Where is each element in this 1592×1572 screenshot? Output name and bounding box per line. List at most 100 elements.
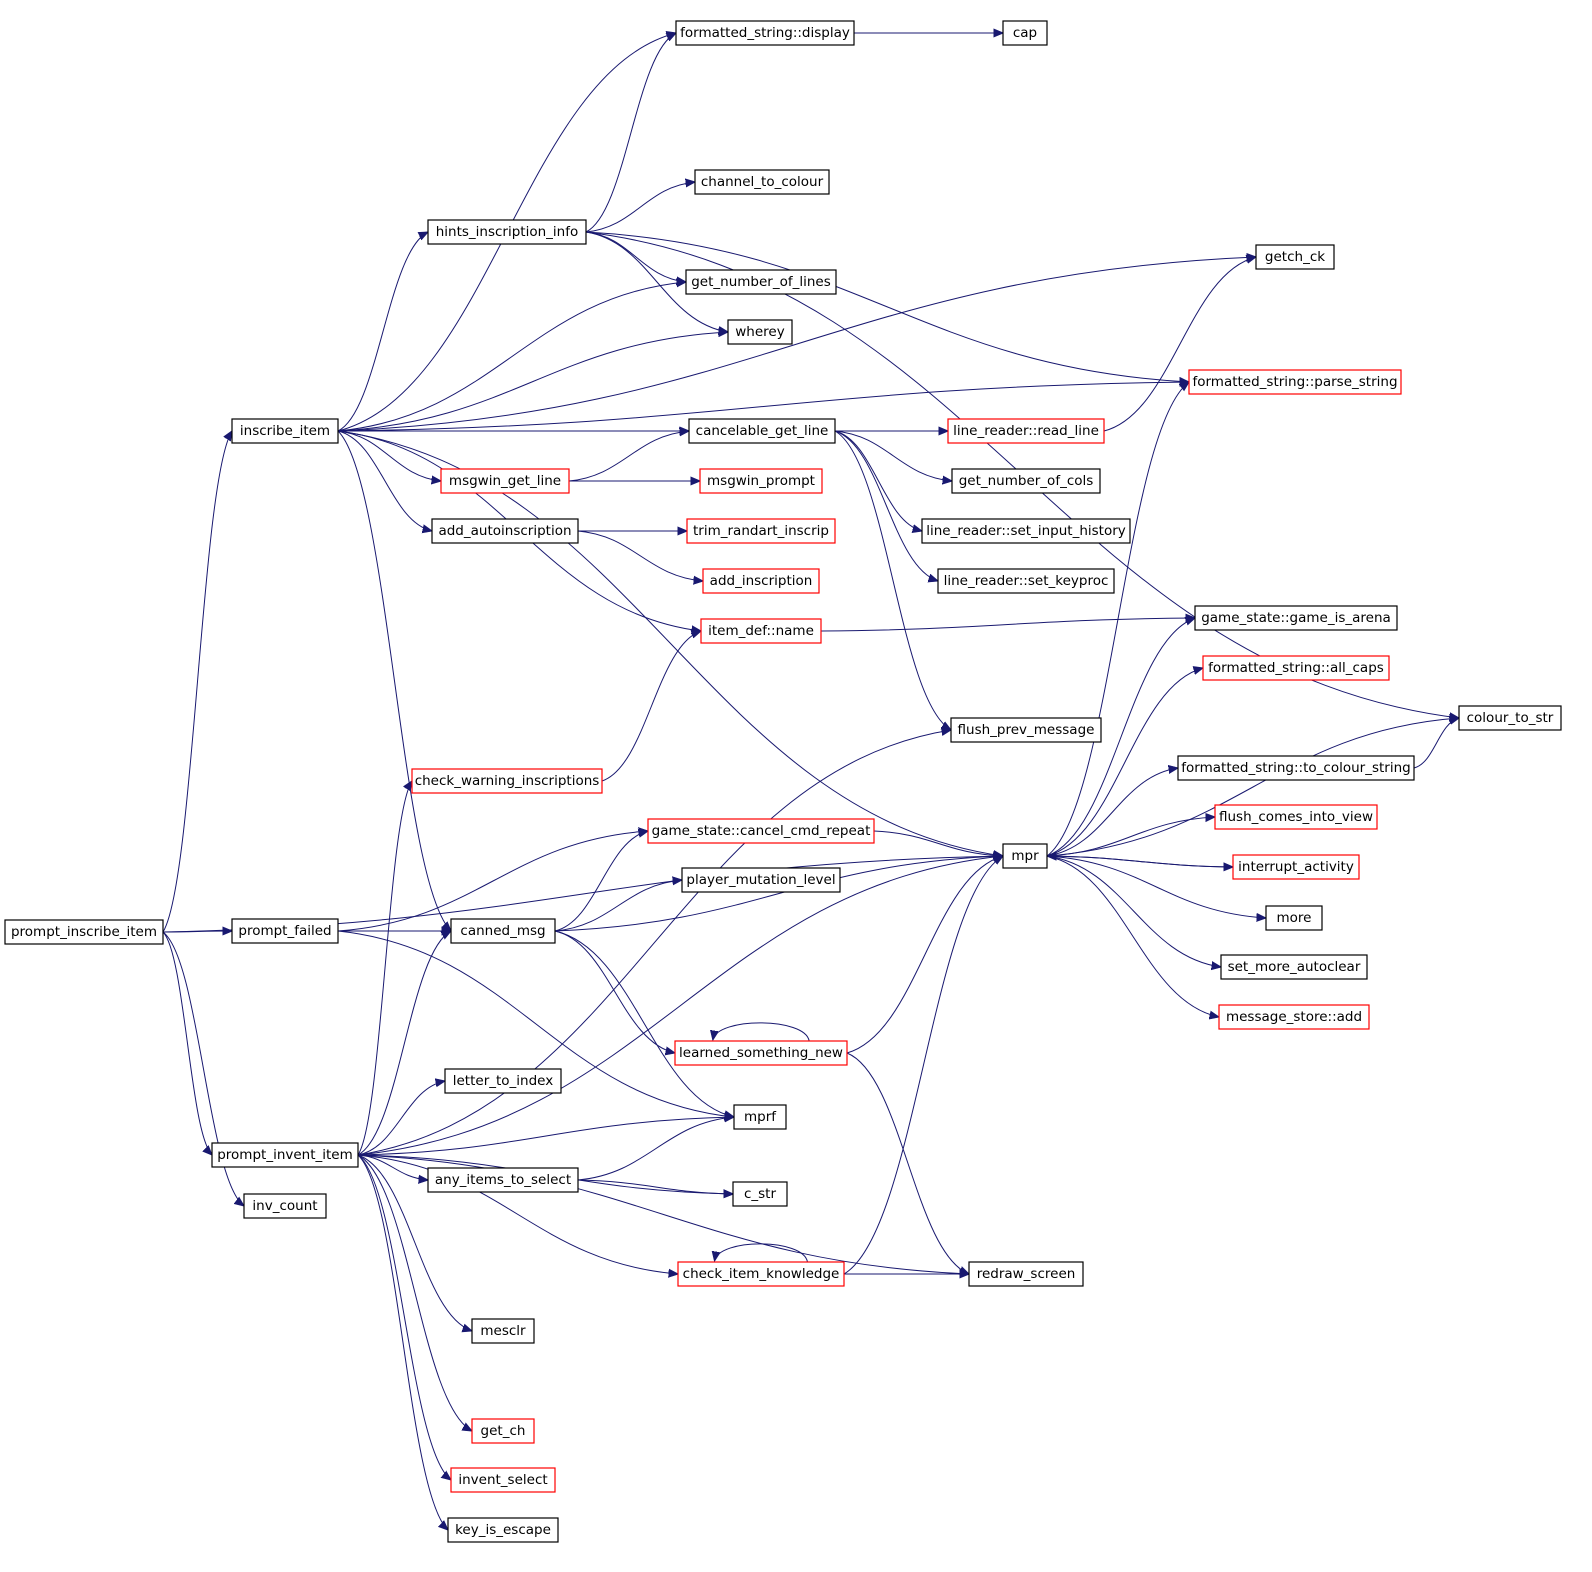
edge-prompt_invent_item-to-flush_prev_message bbox=[357, 730, 951, 1156]
node-box bbox=[1220, 954, 1368, 980]
node-box bbox=[1002, 843, 1048, 869]
node-inv_count[interactable]: inv_count bbox=[243, 1193, 327, 1219]
node-trim_randart_inscrip[interactable]: trim_randart_inscrip bbox=[686, 518, 836, 544]
edge-prompt_invent_item-to-mesclr bbox=[357, 1154, 472, 1331]
node-prompt_failed[interactable]: prompt_failed bbox=[231, 918, 339, 944]
edge-prompt_invent_item-to-mprf bbox=[357, 1117, 734, 1156]
edge-mpr-to-all_caps bbox=[1046, 668, 1203, 857]
node-msgwin_get_line[interactable]: msgwin_get_line bbox=[440, 468, 570, 494]
edge-any_items_to_select-to-c_str bbox=[577, 1179, 733, 1194]
node-label: any_items_to_select bbox=[435, 1172, 571, 1188]
edge-mpr-to-parse_string bbox=[1046, 382, 1189, 857]
edge-prompt_invent_item-to-get_ch bbox=[357, 1154, 472, 1431]
node-box bbox=[950, 717, 1102, 743]
node-getch_ck[interactable]: getch_ck bbox=[1255, 244, 1335, 270]
node-more[interactable]: more bbox=[1265, 905, 1323, 931]
node-box bbox=[231, 418, 339, 444]
edge-hints_inscription_info-to-parse_string bbox=[585, 231, 1189, 382]
node-box bbox=[681, 867, 841, 893]
edge-inscribe_item-to-get_number_of_lines bbox=[337, 282, 686, 432]
node-learned_something_new[interactable]: learned_something_new bbox=[674, 1040, 848, 1066]
node-label: inv_count bbox=[252, 1198, 317, 1214]
node-mesclr[interactable]: mesclr bbox=[471, 1318, 535, 1344]
node-label: item_def::name bbox=[708, 623, 814, 639]
edge-prompt_invent_item-to-letter_to_index bbox=[357, 1081, 445, 1156]
edge-mpr-to-set_more_autoclear bbox=[1046, 855, 1221, 967]
node-letter_to_index[interactable]: letter_to_index bbox=[444, 1068, 562, 1094]
node-set_keyproc[interactable]: line_reader::set_keyproc bbox=[937, 568, 1115, 594]
node-label: letter_to_index bbox=[453, 1073, 554, 1089]
node-hints_inscription_info[interactable]: hints_inscription_info bbox=[427, 219, 587, 245]
node-label: canned_msg bbox=[460, 923, 545, 939]
edge-item_def_name-to-game_is_arena bbox=[820, 618, 1195, 632]
node-parse_string[interactable]: formatted_string::parse_string bbox=[1188, 369, 1402, 395]
node-interrupt_activity[interactable]: interrupt_activity bbox=[1232, 854, 1360, 880]
edge-check_item_knowledge-to-check_item_knowledge bbox=[715, 1243, 808, 1262]
edge-hints_inscription_info-to-formatted_string_display bbox=[585, 33, 676, 233]
node-cap[interactable]: cap bbox=[1002, 20, 1048, 46]
node-label: add_inscription bbox=[710, 573, 813, 589]
node-to_colour_string[interactable]: formatted_string::to_colour_string bbox=[1177, 755, 1415, 781]
node-check_warning_inscriptions[interactable]: check_warning_inscriptions bbox=[411, 768, 603, 794]
node-box bbox=[688, 418, 836, 444]
node-set_more_autoclear[interactable]: set_more_autoclear bbox=[1220, 954, 1368, 980]
node-label: c_str bbox=[744, 1186, 776, 1202]
edge-inscribe_item-to-mpr bbox=[337, 430, 1003, 856]
node-label: game_state::cancel_cmd_repeat bbox=[652, 823, 871, 839]
edge-mpr-to-game_is_arena bbox=[1046, 618, 1195, 857]
node-box bbox=[1177, 755, 1415, 781]
edge-hints_inscription_info-to-wherey bbox=[585, 231, 728, 332]
edge-prompt_invent_item-to-key_is_escape bbox=[357, 1154, 448, 1530]
node-formatted_string_display[interactable]: formatted_string::display bbox=[675, 20, 855, 46]
node-label: add_autoinscription bbox=[438, 523, 571, 539]
node-label: hints_inscription_info bbox=[436, 224, 579, 240]
node-any_items_to_select[interactable]: any_items_to_select bbox=[427, 1167, 579, 1193]
node-colour_to_str[interactable]: colour_to_str bbox=[1458, 705, 1562, 731]
edge-mpr-to-to_colour_string bbox=[1046, 768, 1178, 857]
node-key_is_escape[interactable]: key_is_escape bbox=[447, 1517, 559, 1543]
node-label: mpr bbox=[1011, 848, 1039, 864]
node-read_line[interactable]: line_reader::read_line bbox=[947, 418, 1105, 444]
node-c_str[interactable]: c_str bbox=[732, 1181, 788, 1207]
node-get_ch[interactable]: get_ch bbox=[471, 1418, 535, 1444]
node-player_mutation_level[interactable]: player_mutation_level bbox=[681, 867, 841, 893]
node-box bbox=[1188, 369, 1402, 395]
node-channel_to_colour[interactable]: channel_to_colour bbox=[694, 169, 830, 195]
node-game_is_arena[interactable]: game_state::game_is_arena bbox=[1194, 605, 1398, 631]
node-get_number_of_cols[interactable]: get_number_of_cols bbox=[951, 468, 1101, 494]
node-flush_prev_message[interactable]: flush_prev_message bbox=[950, 717, 1102, 743]
node-add_inscription[interactable]: add_inscription bbox=[702, 568, 820, 594]
node-message_store_add[interactable]: message_store::add bbox=[1218, 1004, 1370, 1030]
node-box bbox=[1265, 905, 1323, 931]
node-prompt_inscribe_item[interactable]: prompt_inscribe_item bbox=[4, 919, 164, 945]
node-prompt_invent_item[interactable]: prompt_invent_item bbox=[211, 1142, 359, 1168]
node-mprf[interactable]: mprf bbox=[733, 1104, 787, 1130]
edge-cancel_cmd_repeat-to-mpr bbox=[873, 830, 1003, 856]
node-label: formatted_string::display bbox=[680, 25, 850, 41]
edge-canned_msg-to-player_mutation_level bbox=[554, 880, 682, 932]
node-invent_select[interactable]: invent_select bbox=[450, 1467, 556, 1493]
node-cancel_cmd_repeat[interactable]: game_state::cancel_cmd_repeat bbox=[647, 818, 875, 844]
node-inscribe_item[interactable]: inscribe_item bbox=[231, 418, 339, 444]
node-check_item_knowledge[interactable]: check_item_knowledge bbox=[677, 1261, 845, 1287]
node-item_def_name[interactable]: item_def::name bbox=[700, 618, 822, 644]
node-redraw_screen[interactable]: redraw_screen bbox=[968, 1261, 1084, 1287]
node-label: line_reader::set_keyproc bbox=[944, 573, 1109, 589]
node-wherey[interactable]: wherey bbox=[727, 319, 793, 345]
node-all_caps[interactable]: formatted_string::all_caps bbox=[1202, 655, 1390, 681]
edge-prompt_invent_item-to-check_warning_inscriptions bbox=[357, 781, 412, 1156]
node-mpr[interactable]: mpr bbox=[1002, 843, 1048, 869]
node-box bbox=[921, 518, 1131, 544]
node-set_input_history[interactable]: line_reader::set_input_history bbox=[921, 518, 1131, 544]
node-box bbox=[471, 1418, 535, 1444]
node-msgwin_prompt[interactable]: msgwin_prompt bbox=[699, 468, 823, 494]
node-add_autoinscription[interactable]: add_autoinscription bbox=[431, 518, 579, 544]
node-canned_msg[interactable]: canned_msg bbox=[450, 918, 556, 944]
edge-check_item_knowledge-to-mpr bbox=[843, 856, 1003, 1275]
edge-prompt_failed-to-mprf bbox=[337, 930, 734, 1117]
node-get_number_of_lines[interactable]: get_number_of_lines bbox=[685, 269, 837, 295]
node-label: more bbox=[1277, 910, 1312, 926]
edge-inscribe_item-to-add_autoinscription bbox=[337, 430, 432, 531]
node-flush_comes_into_view[interactable]: flush_comes_into_view bbox=[1214, 804, 1378, 830]
node-cancelable_get_line[interactable]: cancelable_get_line bbox=[688, 418, 836, 444]
